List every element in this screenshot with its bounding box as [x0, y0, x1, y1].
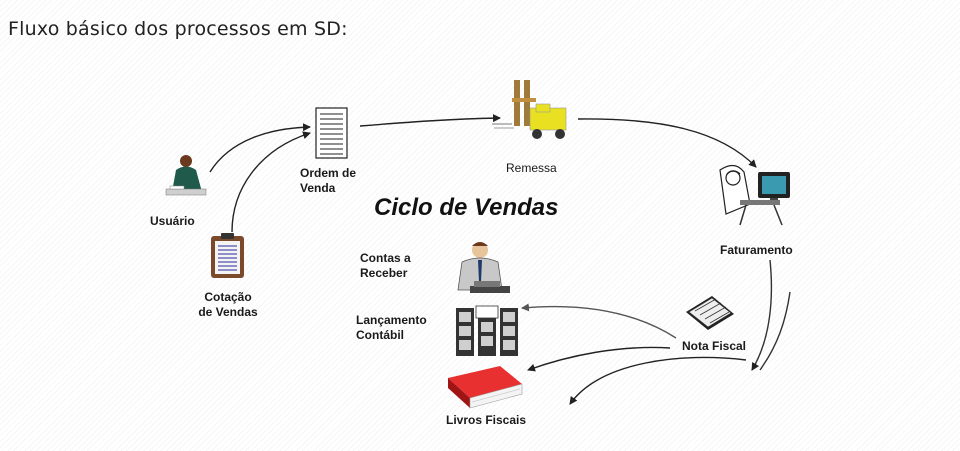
arrow-usuario-to-ordem	[209, 123, 311, 173]
label-lancamento-line1: Lançamento	[356, 313, 427, 327]
arrow-faturamento-to-livros	[569, 356, 747, 405]
filing-cabinets-icon	[456, 305, 518, 356]
label-nota-fiscal: Nota Fiscal	[682, 339, 747, 353]
label-lancamento-line2: Contábil	[356, 328, 404, 342]
label-ordem-line2: Venda	[300, 181, 336, 195]
label-livros-fiscais: Livros Fiscais	[446, 413, 527, 427]
label-cotacao: Cotação de Vendas	[196, 290, 260, 320]
red-book-icon	[448, 366, 523, 409]
label-usuario: Usuário	[150, 214, 195, 228]
arrow-remessa-to-faturamento	[577, 118, 757, 168]
label-contas-line2: Receber	[360, 266, 408, 280]
cycle-title: Ciclo de Vendas	[374, 194, 559, 221]
label-contas-line1: Contas a	[360, 251, 411, 265]
arrow-notafiscal-to-contas	[521, 303, 677, 339]
invoice-stack-icon	[686, 296, 734, 330]
arrow-faturamento-down-2	[759, 291, 791, 371]
document-icon	[315, 107, 348, 159]
arrow-cotacao-to-ordem	[231, 131, 311, 233]
arrow-notafiscal-to-livros	[527, 346, 671, 372]
label-faturamento: Faturamento	[720, 243, 793, 257]
arrow-ordem-to-remessa	[359, 114, 501, 127]
label-remessa: Remessa	[506, 161, 557, 175]
label-ordem-venda: Ordem de Venda	[300, 166, 356, 196]
label-lancamento-contabil: Lançamento Contábil	[356, 313, 427, 343]
arrow-faturamento-to-notafiscal	[751, 259, 773, 371]
person-at-computer-icon	[719, 164, 790, 226]
page-title: Fluxo básico dos processos em SD:	[8, 18, 348, 40]
label-contas-receber: Contas a Receber	[360, 251, 411, 281]
label-cotacao-line2: de Vendas	[198, 305, 258, 319]
user-at-desk-icon	[165, 155, 207, 196]
forklift-icon	[492, 80, 567, 139]
label-cotacao-line1: Cotação	[204, 290, 252, 304]
clipboard-icon	[211, 233, 244, 278]
label-ordem-line1: Ordem de	[300, 166, 357, 180]
businessman-icon	[457, 242, 510, 293]
